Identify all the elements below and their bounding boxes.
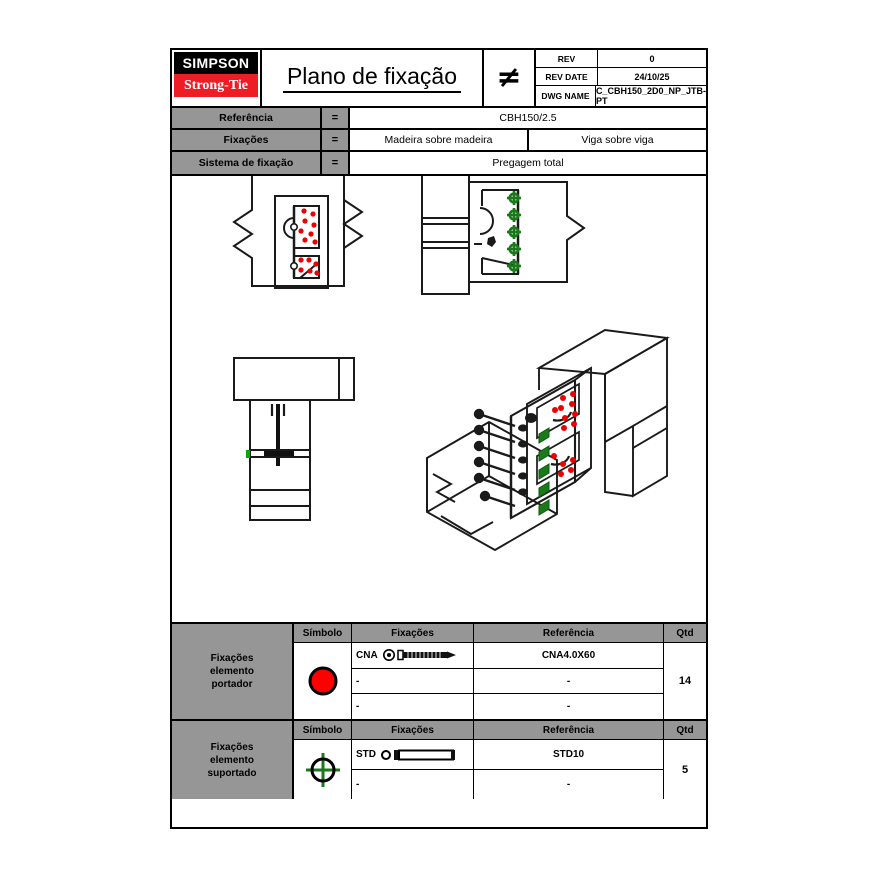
legend-title-supported: Fixações elemento suportado — [172, 721, 294, 799]
spec-equals: = — [322, 152, 350, 174]
logo-strongtie-text: Strong-Tie — [174, 74, 258, 97]
smooth-dowel-icon — [381, 749, 455, 760]
iso-red-fasteners — [551, 391, 578, 477]
front-view-fasteners — [298, 208, 320, 276]
rev-label: REV — [536, 50, 598, 67]
legend-header-row: Símbolo Fixações Referência Qtd — [294, 721, 706, 740]
not-equal-icon: ≠ — [496, 60, 522, 95]
projection-symbol-cell: ≠ — [484, 50, 536, 106]
legend-title-line: elemento — [210, 666, 254, 677]
spec-value: Viga sobre viga — [527, 130, 706, 150]
quantity-supported: 5 — [681, 763, 689, 776]
fixing-code: CNA — [356, 649, 378, 661]
header-qtd: Qtd — [676, 627, 694, 639]
spec-label: Referência — [172, 108, 322, 128]
header-qtd: Qtd — [676, 724, 694, 736]
specification-table: Referência = CBH150/2.5 Fixações = Madei… — [172, 108, 706, 176]
header-fixacoes: Fixações — [352, 721, 474, 739]
spec-value: Madeira sobre madeira — [384, 134, 493, 146]
spec-row-fixacoes: Fixações = Madeira sobre madeira Viga so… — [172, 130, 706, 152]
fixing-reference: CNA4.0X60 — [474, 643, 664, 668]
header-referencia: Referência — [474, 721, 664, 739]
fixing-reference: - — [474, 694, 664, 720]
legend-row: - - — [352, 694, 664, 720]
rev-date-value: 24/10/25 — [634, 71, 670, 82]
side-view-fasteners — [507, 191, 521, 273]
header-simbolo: Símbolo — [294, 721, 352, 739]
fixing-code: STD — [356, 749, 376, 760]
symbol-cell-supported — [294, 740, 352, 799]
spec-label: Sistema de fixação — [172, 152, 322, 174]
spec-equals: = — [322, 130, 350, 150]
fixing-reference: STD10 — [474, 740, 664, 769]
legend-row: - - — [352, 668, 664, 695]
spec-row-sistema: Sistema de fixação = Pregagem total — [172, 152, 706, 174]
rev-date-label: REV DATE — [536, 68, 598, 85]
fixing-reference: - — [474, 770, 664, 799]
spec-row-referencia: Referência = CBH150/2.5 — [172, 108, 706, 130]
spec-value: Pregagem total — [492, 157, 564, 169]
spec-equals: = — [322, 108, 350, 128]
header-simbolo: Símbolo — [294, 624, 352, 642]
header-referencia: Referência — [474, 624, 664, 642]
revision-row: REV 0 — [536, 50, 706, 68]
plan-top-view — [233, 357, 355, 521]
side-section-view — [421, 176, 586, 295]
legend-title-line: Fixações — [210, 741, 254, 753]
fixing-code: - — [356, 779, 360, 790]
legend-row: - - — [352, 770, 664, 799]
symbol-cell-carrier — [294, 643, 352, 719]
spec-value: CBH150/2.5 — [499, 112, 557, 124]
fixing-code: - — [356, 701, 360, 713]
drawing-sheet: SIMPSON Strong-Tie Plano de fixação ≠ RE… — [170, 48, 708, 829]
rev-value: 0 — [649, 53, 655, 64]
logo-simpson-text: SIMPSON — [174, 52, 258, 74]
technical-drawing-svg — [232, 176, 670, 552]
legend-row: CNA — [352, 643, 664, 669]
fixing-code: - — [356, 675, 360, 687]
revision-block: REV 0 REV DATE 24/10/25 DWG NAME C_CBH15… — [536, 50, 706, 106]
legend-table-carrier: Fixações elemento portador Símbolo Fixaç… — [172, 624, 706, 721]
spec-label: Fixações — [172, 130, 322, 150]
sheet-title: Plano de fixação — [262, 50, 484, 106]
dwg-name-row: DWG NAME C_CBH150_2D0_NP_JTB-PT — [536, 86, 706, 106]
legend-title-carrier: Fixações elemento portador — [172, 624, 294, 719]
legend-title-line: elemento — [210, 754, 254, 766]
dwg-name-value: C_CBH150_2D0_NP_JTB-PT — [595, 86, 706, 106]
title-block: SIMPSON Strong-Tie Plano de fixação ≠ RE… — [172, 50, 706, 108]
fixing-reference: - — [474, 668, 664, 694]
legend-title-line: portador — [211, 679, 253, 690]
legend-header-row: Símbolo Fixações Referência Qtd — [294, 624, 706, 643]
drawing-area — [172, 176, 706, 624]
dwg-name-label: DWG NAME — [536, 86, 596, 106]
sheet-title-text: Plano de fixação — [282, 63, 462, 93]
red-filled-circle-icon — [308, 666, 337, 696]
legend-title-line: Fixações — [210, 653, 254, 664]
iso-green-fasteners — [538, 427, 550, 516]
quantity-carrier: 14 — [678, 675, 692, 687]
legend-title-line: suportado — [207, 767, 257, 779]
legend-row: STD STD10 — [352, 740, 664, 770]
legend-table-supported: Fixações elemento suportado Símbolo Fixa… — [172, 721, 706, 799]
isometric-assembly-view — [426, 329, 670, 552]
simpson-strongtie-logo: SIMPSON Strong-Tie — [172, 50, 262, 106]
revision-date-row: REV DATE 24/10/25 — [536, 68, 706, 86]
ring-shank-nail-icon — [382, 649, 456, 662]
green-crosshair-circle-icon — [305, 752, 340, 787]
front-elevation-view — [232, 176, 364, 289]
header-fixacoes: Fixações — [352, 624, 474, 642]
